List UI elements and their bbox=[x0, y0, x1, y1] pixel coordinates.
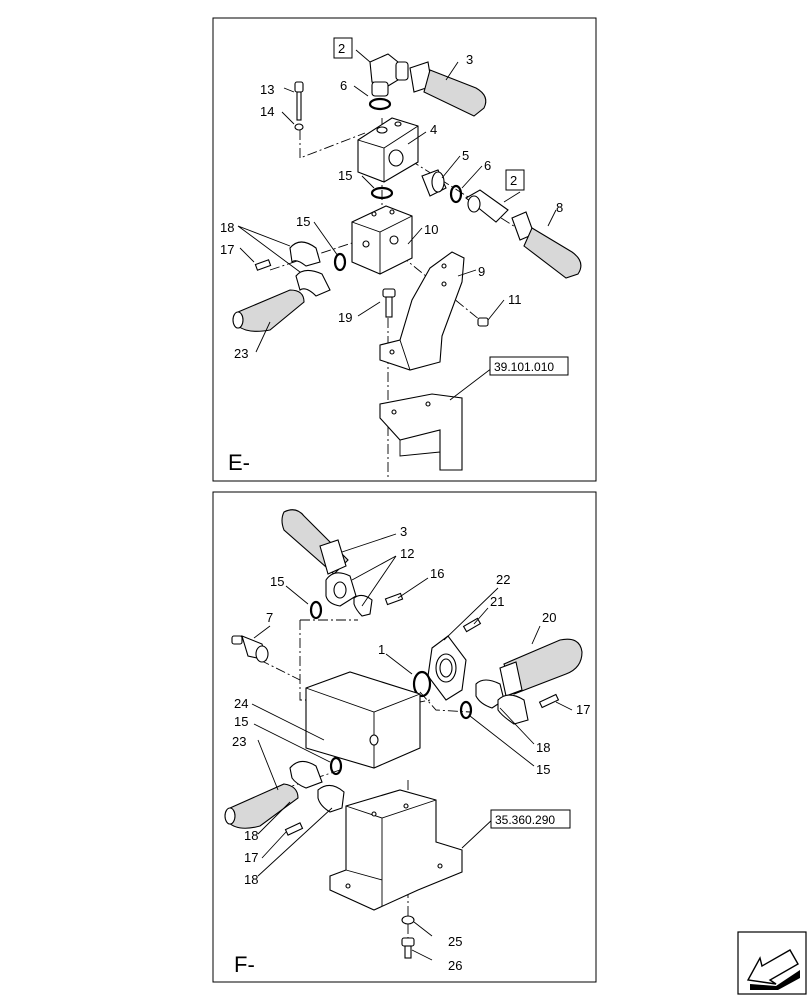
panel-f: 3 12 15 16 22 7 21 20 1 17 24 15 18 23 1… bbox=[212, 491, 597, 983]
bolt-19 bbox=[382, 288, 396, 318]
hose-3-f bbox=[281, 509, 349, 575]
hose-23-f bbox=[224, 783, 299, 829]
screw-16 bbox=[384, 592, 404, 606]
callout-e-2b: 2 bbox=[510, 173, 517, 188]
callout-f-26: 26 bbox=[448, 958, 462, 973]
block-10 bbox=[351, 205, 413, 275]
screw-17-left bbox=[284, 822, 304, 836]
straight-fitting bbox=[465, 189, 509, 223]
base-bracket-e bbox=[379, 393, 463, 471]
callout-e-5: 5 bbox=[462, 148, 469, 163]
callout-e-9: 9 bbox=[478, 264, 485, 279]
ref-label-f: 35.360.290 bbox=[495, 813, 555, 827]
screw-21 bbox=[462, 617, 482, 633]
callout-e-6a: 6 bbox=[340, 78, 347, 93]
callout-e-15a: 15 bbox=[338, 168, 352, 183]
hose-3 bbox=[409, 61, 487, 117]
callout-f-3: 3 bbox=[400, 524, 407, 539]
callout-e-18: 18 bbox=[220, 220, 234, 235]
callout-f-22: 22 bbox=[496, 572, 510, 587]
callout-e-2a: 2 bbox=[338, 41, 345, 56]
clamp-18 bbox=[289, 241, 331, 297]
hose-23 bbox=[232, 289, 305, 332]
callout-e-14: 14 bbox=[260, 104, 274, 119]
callout-f-24: 24 bbox=[234, 696, 248, 711]
panel-label-e: E- bbox=[228, 450, 250, 475]
panel-f-frame bbox=[212, 491, 597, 983]
callout-e-3: 3 bbox=[466, 52, 473, 67]
panel-e-frame bbox=[212, 17, 597, 482]
callout-f-12: 12 bbox=[400, 546, 414, 561]
callout-e-17: 17 bbox=[220, 242, 234, 257]
flange-12 bbox=[325, 572, 373, 617]
callout-f-21: 21 bbox=[490, 594, 504, 609]
screw-17 bbox=[254, 259, 272, 271]
callout-f-18a: 18 bbox=[536, 740, 550, 755]
callout-e-19: 19 bbox=[338, 310, 352, 325]
callout-f-15a: 15 bbox=[270, 574, 284, 589]
hose-20 bbox=[499, 638, 583, 697]
callout-box-e-2a bbox=[333, 37, 353, 59]
panel-e: 2 3 6 13 14 4 5 6 2 8 15 18 17 15 10 9 1… bbox=[212, 17, 597, 482]
ref-label-e: 39.101.010 bbox=[494, 360, 554, 374]
clamp-18-left bbox=[289, 760, 345, 813]
panel-label-f: F- bbox=[234, 952, 255, 977]
callout-f-15b: 15 bbox=[234, 714, 248, 729]
bolt-26 bbox=[401, 915, 415, 959]
callout-f-20: 20 bbox=[542, 610, 556, 625]
callout-e-23: 23 bbox=[234, 346, 248, 361]
sensor-7 bbox=[231, 635, 269, 663]
callout-box-e-2b bbox=[505, 169, 525, 191]
callout-e-8: 8 bbox=[556, 200, 563, 215]
next-page-arrow-icon[interactable] bbox=[737, 931, 807, 995]
callout-f-18b: 18 bbox=[244, 828, 258, 843]
callout-e-10: 10 bbox=[424, 222, 438, 237]
callout-f-1: 1 bbox=[378, 642, 385, 657]
callout-f-23: 23 bbox=[232, 734, 246, 749]
callout-f-17b: 17 bbox=[244, 850, 258, 865]
callout-e-11: 11 bbox=[508, 292, 522, 307]
callout-e-6b: 6 bbox=[484, 158, 491, 173]
elbow-fitting bbox=[369, 53, 409, 97]
fitting-5 bbox=[421, 169, 447, 197]
callout-f-7: 7 bbox=[266, 610, 273, 625]
callout-f-16: 16 bbox=[430, 566, 444, 581]
bolt-13 bbox=[294, 81, 304, 131]
callout-e-13: 13 bbox=[260, 82, 274, 97]
block-4 bbox=[357, 117, 419, 183]
block-24 bbox=[305, 671, 421, 769]
callout-f-25: 25 bbox=[448, 934, 462, 949]
bolt-11 bbox=[477, 317, 489, 327]
callout-e-15b: 15 bbox=[296, 214, 310, 229]
support-bracket-f bbox=[329, 789, 463, 911]
ref-box-e bbox=[489, 356, 569, 376]
clamp-18-right bbox=[475, 679, 529, 725]
hose-8 bbox=[511, 211, 582, 279]
callout-f-18c: 18 bbox=[244, 872, 258, 887]
flange-22 bbox=[427, 635, 467, 701]
bracket-9 bbox=[379, 251, 465, 371]
ref-box-f bbox=[490, 809, 571, 829]
screw-17-right bbox=[538, 693, 560, 709]
callout-f-17a: 17 bbox=[576, 702, 590, 717]
callout-f-15c: 15 bbox=[536, 762, 550, 777]
callout-e-4: 4 bbox=[430, 122, 437, 137]
